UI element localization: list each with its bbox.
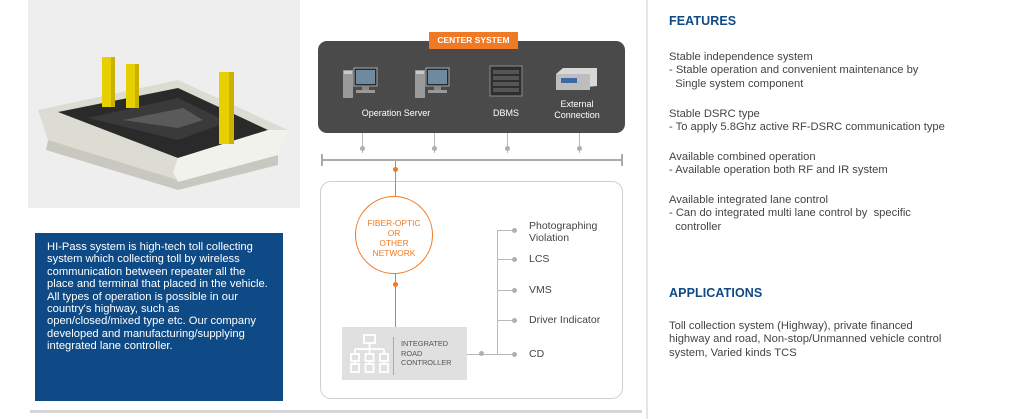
orange-connector <box>395 161 396 196</box>
lane-network-box <box>320 181 623 399</box>
tree-branch <box>497 259 517 260</box>
column-divider <box>646 0 648 419</box>
applications-line: highway and road, Non-stop/Unmanned vehi… <box>669 333 942 346</box>
connector-line <box>579 133 580 153</box>
feature-heading: Stable independence system <box>669 51 813 63</box>
connector-dot <box>479 351 484 356</box>
tree-trunk <box>497 230 498 355</box>
orange-connector-dot <box>393 282 398 287</box>
connector-line <box>507 133 508 153</box>
bus-cap <box>321 154 323 166</box>
controller-label-line: INTEGRATED <box>401 339 449 348</box>
feature-heading: Stable DSRC type <box>669 108 760 120</box>
applications-title: APPLICATIONS <box>669 286 763 300</box>
tree-branch <box>497 230 517 231</box>
network-circle <box>355 196 433 274</box>
component-label-dbms: DBMS <box>492 108 519 118</box>
network-hierarchy-icon <box>350 334 389 373</box>
network-label-line: NETWORK <box>372 248 416 258</box>
feature-item: Available integrated lane control - Can … <box>669 194 1009 234</box>
connector-dot <box>512 318 517 323</box>
tree-branch <box>497 290 517 291</box>
feature-line: controller <box>669 220 722 233</box>
tree-branch <box>497 354 517 355</box>
tree-branch <box>497 320 517 321</box>
external-device-icon <box>556 68 597 90</box>
branch-photographing-violation: Photographing Violation <box>529 220 598 244</box>
component-label-external-connection: External Connection <box>554 99 600 120</box>
integrated-road-controller <box>342 327 467 380</box>
connector-dot <box>512 352 517 357</box>
applications-text: Toll collection system (Highway), privat… <box>669 320 1009 360</box>
feature-line: - Can do integrated multi lane control b… <box>669 207 911 220</box>
panel-shadow <box>30 410 642 413</box>
feature-line: - To apply 5.8Ghz active RF-DSRC communi… <box>669 121 945 134</box>
product-photo <box>28 0 300 208</box>
branch-vms: VMS <box>529 284 552 296</box>
connector-line <box>434 133 435 153</box>
features-title: FEATURES <box>669 14 737 28</box>
center-system-title: CENTER SYSTEM <box>429 32 518 49</box>
feature-line: Single system component <box>669 77 804 90</box>
feature-item: Stable DSRC type - To apply 5.8Ghz activ… <box>669 108 1009 135</box>
feature-item: Available combined operation - Available… <box>669 151 1009 178</box>
branch-cd: CD <box>529 348 545 360</box>
applications-line: system, Varied kinds TCS <box>669 346 797 359</box>
feature-heading: Available combined operation <box>669 151 816 163</box>
controller-label-line: ROAD <box>401 348 423 358</box>
branch-lcs: LCS <box>529 253 550 265</box>
network-label-line: OR <box>387 228 401 238</box>
info-box: HI-Pass system is high-tech toll collect… <box>35 233 283 401</box>
orange-connector-dot <box>393 167 398 172</box>
info-text: HI-Pass system is high-tech toll collect… <box>47 241 268 353</box>
applications-line: Toll collection system (Highway), privat… <box>669 320 913 332</box>
connector-dot <box>577 146 582 151</box>
bus-cap <box>621 154 623 166</box>
server-icon <box>343 67 378 98</box>
connector-dot <box>512 288 517 293</box>
connector-dot <box>360 146 365 151</box>
component-label-operation-server: Operation Server <box>361 108 431 118</box>
controller-divider <box>393 337 394 375</box>
network-label-line: FIBER-OPTIC <box>367 218 421 228</box>
server-icon <box>415 67 450 98</box>
network-label-line: OTHER <box>379 238 409 248</box>
controller-label-line: CONTROLLER <box>401 358 452 368</box>
network-label: FIBER-OPTIC OR OTHER NETWORK <box>355 218 433 258</box>
connector-dot <box>432 146 437 151</box>
connector-dot <box>505 146 510 151</box>
orange-connector <box>395 274 396 327</box>
feature-item: Stable independence system - Stable oper… <box>669 51 1009 91</box>
connector-dot <box>512 228 517 233</box>
feature-line: - Available operation both RF and IR sys… <box>669 164 888 177</box>
feature-line: - Stable operation and convenient mainte… <box>669 64 919 77</box>
dbms-icon <box>489 65 523 97</box>
connector-dot <box>512 257 517 262</box>
connector-line <box>362 133 363 153</box>
branch-driver-indicator: Driver Indicator <box>529 314 601 326</box>
feature-heading: Available integrated lane control <box>669 194 829 206</box>
controller-label: INTEGRATED ROAD CONTROLLER <box>401 339 452 368</box>
network-bus <box>321 159 623 161</box>
